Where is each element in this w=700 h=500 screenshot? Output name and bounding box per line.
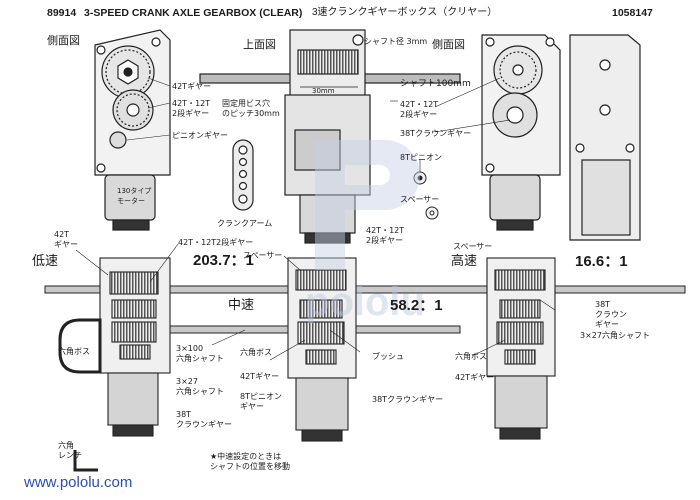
label-shaft-diameter: シャフト径 3mm: [364, 37, 428, 46]
label-42t-gear-m: 42Tギヤー: [240, 372, 280, 381]
label-spacer-mid: スペーサー: [243, 251, 283, 260]
label-hex-wrench: 六角 レンチ: [58, 441, 82, 460]
label-r-42t-12t: 42T・12T 2段ギヤー: [400, 100, 439, 119]
label-pinion-gear: ピニオンギヤー: [172, 131, 228, 140]
mid-speed-note: ★中速設定のときは シャフトの位置を移動: [210, 452, 290, 471]
speed-mid-ratio: 58.2：1: [390, 297, 443, 314]
label-mid-42t-12t: 42T・12T 2段ギヤー: [366, 226, 405, 245]
side-view-left-label: 側面図: [47, 34, 80, 47]
label-spacer: スペーサー: [400, 195, 440, 204]
label-spacer-high: スペーサー: [453, 242, 493, 251]
label-motor-130: 130タイプ モーター: [117, 187, 152, 205]
label-hex-boss-r: 六角ボス: [455, 352, 487, 361]
footer-url[interactable]: www.pololu.com: [24, 474, 133, 491]
title: 3-SPEED CRANK AXLE GEARBOX (CLEAR): [84, 7, 303, 19]
label-hex-shaft-100: 3×100 六角シャフト: [176, 344, 224, 363]
leader-lines: [75, 77, 556, 361]
high-speed-gearbox-drawing: [486, 257, 556, 440]
label-crown-38t-l: 38T クラウンギヤー: [176, 410, 232, 429]
rear-view-drawing: [569, 34, 641, 241]
label-low-42t-12t: 42T・12T2段ギヤー: [178, 238, 254, 247]
label-42t-12t-2stage: 42T・12T 2段ギヤー: [172, 99, 211, 118]
speed-mid-label: 中速: [228, 298, 255, 313]
hex-wrench-drawing: [73, 450, 98, 472]
label-crown-38t-r: 38T クラウン ギヤー: [595, 300, 627, 329]
low-speed-gearbox-drawing: [58, 257, 171, 437]
speed-high-ratio: 16.6：1: [575, 253, 628, 270]
label-shaft-100mm: シャフト100mm: [400, 79, 471, 89]
label-pinion-8t-m: 8Tピニオン ギヤー: [240, 392, 282, 411]
top-view-drawing: [199, 29, 461, 244]
side-view-left-drawing: [94, 29, 171, 231]
item-number: 89914: [47, 7, 77, 19]
side-view-right-label: 側面図: [432, 38, 465, 51]
label-42t-gear: 42Tギヤー: [172, 82, 212, 91]
label-dim-30mm: 30mm: [312, 87, 335, 95]
mid-speed-gearbox-drawing: [287, 257, 357, 442]
label-crown-38t: 38Tクラウンギヤー: [400, 129, 472, 138]
speed-low-ratio: 203.7：1: [193, 252, 254, 269]
label-pinion-8t: 8Tピニオン: [400, 153, 442, 162]
spacer-part: [425, 206, 439, 220]
title-jp: 3速クランクギヤーボックス（クリヤー）: [312, 7, 498, 18]
label-crown-38t-m: 38Tクラウンギヤー: [372, 395, 444, 404]
label-hex-boss-l: 六角ボス: [58, 347, 90, 356]
part-number: 1058147: [612, 7, 653, 19]
speed-high-label: 高速: [451, 254, 478, 269]
label-low-42t-gear: 42T ギヤー: [54, 230, 78, 249]
label-hex-boss-m: 六角ボス: [240, 348, 272, 357]
pinion-8t-part: [413, 171, 427, 185]
label-42t-gear-r: 42Tギヤー: [455, 373, 495, 382]
speed-low-label: 低速: [32, 254, 59, 269]
top-view-label: 上面図: [243, 38, 276, 51]
label-bush: ブッシュ: [372, 352, 404, 361]
crank-arm-drawing: [232, 139, 254, 211]
label-hex-shaft-27-l: 3×27 六角シャフト: [176, 377, 224, 396]
label-mount-hole-pitch: 固定用ビス穴 のピッチ30mm: [222, 99, 280, 118]
label-hex-shaft-27-r: 3×27六角シャフト: [580, 331, 650, 340]
label-crank-arm: クランクアーム: [217, 219, 273, 228]
side-view-right-drawing: [481, 34, 561, 231]
